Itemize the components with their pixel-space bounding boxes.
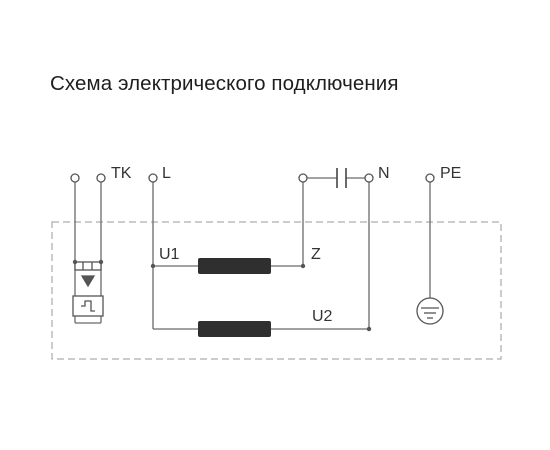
label-n: N bbox=[378, 165, 390, 182]
label-z: Z bbox=[311, 246, 321, 263]
thermal-switch-icon bbox=[72, 261, 104, 317]
winding-main bbox=[198, 258, 271, 274]
terminal-l bbox=[148, 173, 158, 183]
housing-dashed-frame bbox=[51, 221, 502, 360]
junction-dots bbox=[72, 259, 372, 332]
terminal-tk-2 bbox=[96, 173, 106, 183]
label-pe: PE bbox=[440, 165, 461, 182]
label-tk: TK bbox=[111, 165, 132, 182]
label-u1: U1 bbox=[159, 246, 180, 263]
capacitor-circuit bbox=[302, 177, 370, 329]
terminal-tk-1 bbox=[70, 173, 80, 183]
terminal-n bbox=[364, 173, 374, 183]
l-line bbox=[152, 182, 369, 330]
capacitor-icon bbox=[336, 168, 347, 188]
terminal-z-cap bbox=[298, 173, 308, 183]
label-u2: U2 bbox=[312, 308, 333, 325]
ground-icon bbox=[416, 297, 444, 325]
label-l: L bbox=[162, 165, 171, 182]
winding-auxiliary bbox=[198, 321, 271, 337]
terminal-circles bbox=[70, 173, 435, 183]
diagram-title: Схема электрического подключения bbox=[50, 72, 399, 95]
terminal-pe bbox=[425, 173, 435, 183]
